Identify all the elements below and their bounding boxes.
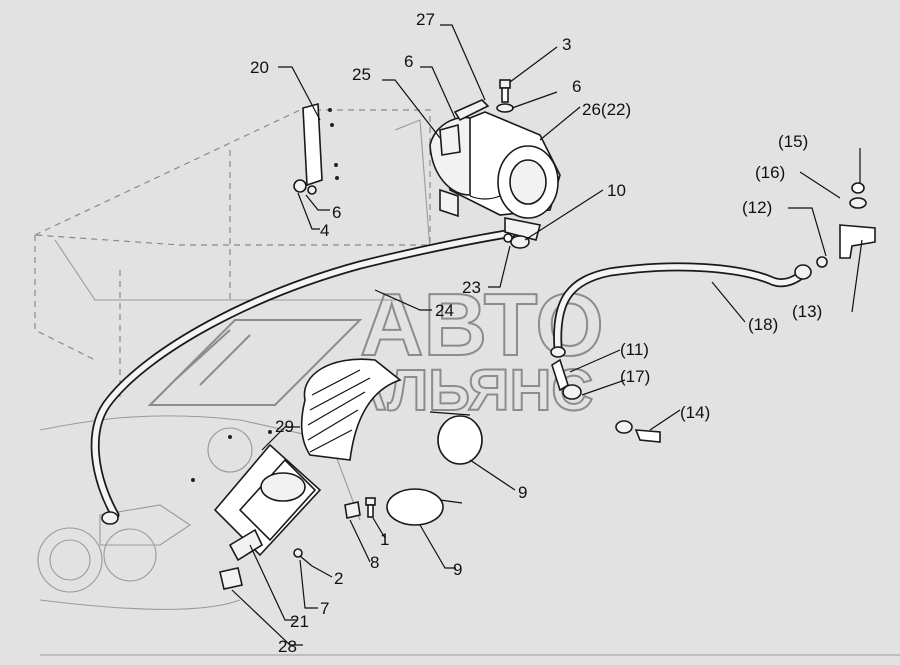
bolt-1 — [365, 497, 376, 518]
callout-6a: 6 — [404, 52, 413, 71]
bracket-20 — [293, 102, 339, 195]
intake-29 — [191, 430, 322, 562]
bolt-3 — [496, 79, 514, 113]
corrugated-hose — [300, 358, 402, 461]
callout-12: (12) — [742, 198, 772, 217]
callout-21: 21 — [290, 612, 309, 631]
callout-9b: 9 — [453, 560, 462, 579]
air-filter-26 — [429, 111, 561, 241]
callout-7: 7 — [320, 599, 329, 618]
clamp-10 — [503, 233, 530, 249]
callout-6b: 6 — [572, 77, 581, 96]
callout-28: 28 — [278, 637, 297, 656]
callout-14: (14) — [680, 403, 710, 422]
tee-fitting-13 — [794, 182, 876, 280]
callout-9a: 9 — [518, 483, 527, 502]
leader-lines — [231, 24, 863, 646]
watermark: АВТО АЛЬЯНС — [147, 274, 605, 424]
callout-27: 27 — [416, 10, 435, 29]
callout-8: 8 — [370, 553, 379, 572]
callout-17: (17) — [620, 367, 650, 386]
hose-18 — [553, 262, 805, 353]
watermark-line1: АВТО — [360, 275, 604, 374]
hose-clamp-9a — [429, 411, 483, 465]
callout-4: 4 — [320, 221, 329, 240]
machine-body-outline — [32, 109, 900, 656]
callout-18: (18) — [748, 315, 778, 334]
callout-1: 1 — [380, 530, 389, 549]
plate-28 — [219, 567, 243, 590]
plate-8 — [344, 501, 361, 519]
callout-10: 10 — [607, 181, 626, 200]
hose-clamp-9b — [386, 488, 463, 526]
callout-25: 25 — [352, 65, 371, 84]
strap-27 — [453, 99, 490, 122]
callout-29: 29 — [275, 417, 294, 436]
callout-13: (13) — [792, 302, 822, 321]
fitting-11 — [550, 346, 582, 400]
callout-11: (11) — [620, 340, 649, 359]
callout-15: (15) — [778, 132, 808, 151]
callout-6c: 6 — [332, 203, 341, 222]
callout-23: 23 — [462, 278, 481, 297]
callout-26: 26(22) — [582, 100, 631, 119]
hose-24 — [90, 228, 517, 525]
callout-20: 20 — [250, 58, 269, 77]
callout-16: (16) — [755, 163, 785, 182]
bolt-2 — [293, 548, 313, 567]
callout-2: 2 — [334, 569, 343, 588]
fitting-14 — [615, 420, 661, 443]
callout-labels: 20 25 6 27 3 6 26(22) 6 4 10 23 24 (15) … — [250, 10, 822, 656]
callout-24: 24 — [435, 301, 454, 320]
callout-3: 3 — [562, 35, 571, 54]
